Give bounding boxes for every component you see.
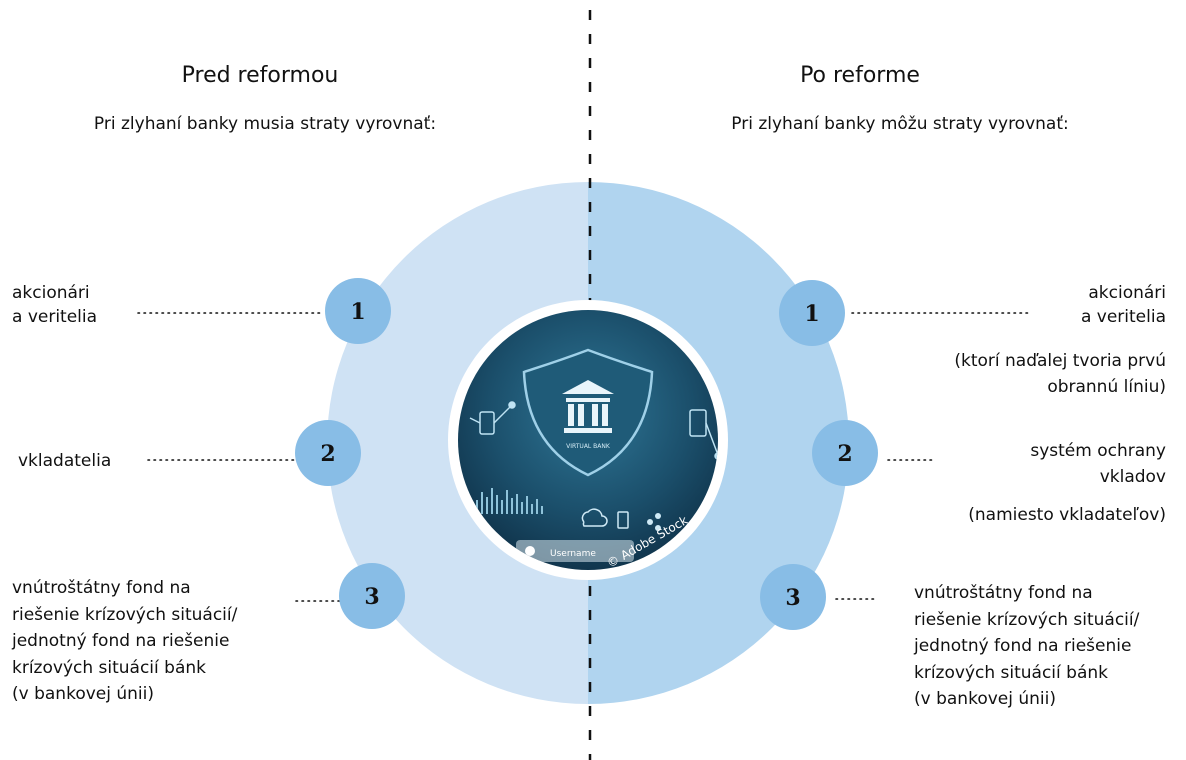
phone-icon-right — [689, 409, 718, 460]
right-item-3-line: vnútroštátny fond na — [914, 583, 1093, 603]
right-item-2-note: (namiesto vkladateľov) — [900, 503, 1166, 527]
left-item-1-line: akcionári — [12, 283, 90, 303]
bank-icon — [562, 380, 614, 433]
right-item-2-line: vkladov — [1099, 467, 1166, 487]
badge-right-3 — [760, 564, 826, 630]
badge-left-3 — [339, 563, 405, 629]
left-subtitle: Pri zlyhaní banky musia straty vyrovnať: — [93, 114, 437, 134]
right-item-3-line: (v bankovej únii) — [914, 689, 1056, 709]
signal-bars — [476, 488, 543, 514]
share-icon — [647, 513, 661, 531]
shield-icon — [522, 348, 654, 477]
right-title: Po reforme — [800, 63, 920, 88]
left-item-1-label: akcionári a veritelia — [12, 281, 97, 329]
right-item-1-note-line: obrannú líniu) — [1047, 377, 1166, 397]
badge-right-2 — [812, 420, 878, 486]
shield-label: VIRTUAL BANK — [566, 443, 611, 450]
badge-left-1 — [325, 278, 391, 344]
badge-left-2 — [295, 420, 361, 486]
left-item-2-label: vkladatelia — [18, 449, 111, 473]
right-item-1-line: a veritelia — [1080, 307, 1166, 327]
badge-left-3-number: 3 — [364, 584, 379, 610]
left-item-3-line: (v bankovej únii) — [12, 684, 154, 704]
left-item-3-line: jednotný fond na riešenie — [12, 631, 230, 651]
left-item-1-line: a veritelia — [12, 307, 98, 327]
cloud-icon — [581, 508, 608, 527]
device-icon — [617, 511, 629, 529]
username-field — [516, 540, 634, 562]
badge-right-3-number: 3 — [785, 585, 800, 611]
user-icon — [525, 546, 535, 556]
badge-left-2-number: 2 — [320, 441, 335, 467]
left-item-3-label: vnútroštátny fond na riešenie krízových … — [12, 575, 237, 708]
right-subtitle: Pri zlyhaní banky môžu straty vyrovnať: — [731, 114, 1069, 134]
right-item-1-note-line: (ktorí naďalej tvoria prvú — [954, 351, 1166, 371]
right-item-3-label: vnútroštátny fond na riešenie krízových … — [914, 580, 1139, 713]
badge-left-1-number: 1 — [350, 299, 365, 325]
right-item-1-line: akcionári — [1088, 283, 1166, 303]
right-item-2-line: systém ochrany — [1030, 441, 1166, 461]
right-item-3-line: krízových situácií bánk — [914, 662, 1108, 683]
badge-right-1-number: 1 — [804, 301, 819, 327]
right-item-3-line: jednotný fond na riešenie — [914, 636, 1132, 656]
virtual-bank-photo: VIRTUAL BANK — [458, 310, 718, 570]
right-item-1-label: akcionári a veritelia — [960, 281, 1166, 329]
badge-right-2-number: 2 — [837, 441, 852, 467]
left-item-3-line: riešenie krízových situácií/ — [12, 604, 238, 625]
right-item-1-note: (ktorí naďalej tvoria prvú obrannú líniu… — [900, 348, 1166, 400]
left-item-2-line: vkladatelia — [18, 451, 112, 471]
right-item-2-note-line: (namiesto vkladateľov) — [968, 505, 1166, 525]
left-title: Pred reformou — [181, 63, 339, 88]
phone-icon-left — [469, 401, 516, 435]
right-item-3-line: riešenie krízových situácií/ — [914, 609, 1140, 630]
username-label: Username — [550, 549, 596, 559]
left-item-3-line: vnútroštátny fond na — [12, 578, 191, 598]
right-item-2-label: systém ochrany vkladov — [950, 438, 1166, 490]
left-item-3-line: krízových situácií bánk — [12, 657, 206, 678]
badge-right-1 — [779, 280, 845, 346]
